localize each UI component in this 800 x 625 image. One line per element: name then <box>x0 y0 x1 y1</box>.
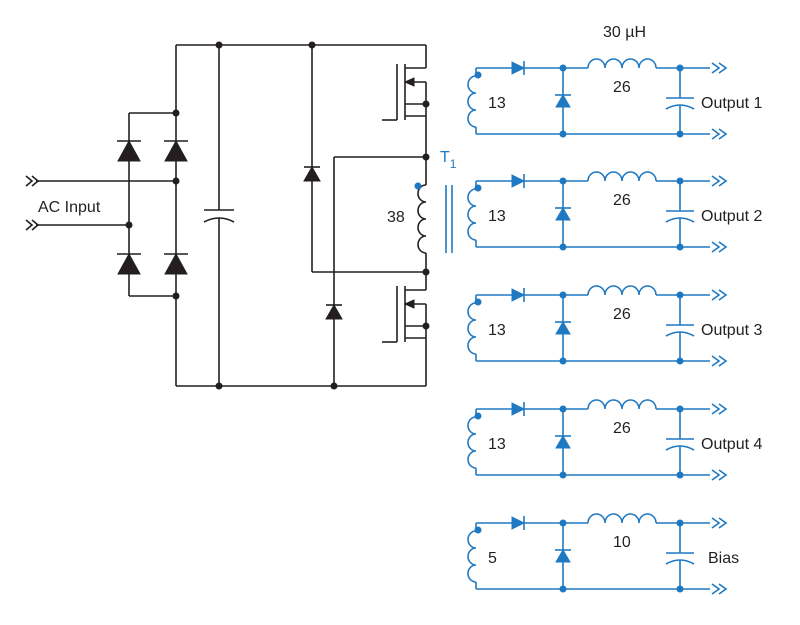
rectifier-diode <box>511 61 526 75</box>
transformer-core <box>445 185 453 253</box>
inductor-turns-label: 26 <box>613 79 631 96</box>
clamp-diode-upper <box>303 41 426 273</box>
bulk-capacitor <box>203 41 235 390</box>
inductor-value-label: 30 µH <box>603 24 646 41</box>
clamp-diode-lower <box>325 156 426 390</box>
winding-turns-label: 13 <box>488 208 506 225</box>
freewheel-diode <box>555 523 571 589</box>
bridge-diode-bottom-right <box>164 252 188 275</box>
inductor-turns-label: 26 <box>613 306 631 323</box>
polarity-dot <box>474 184 482 192</box>
mosfet-upper <box>382 45 430 157</box>
output-label: Output 2 <box>701 208 762 225</box>
output-label: Output 1 <box>701 95 762 112</box>
ac-input-terminal-bottom <box>25 219 129 231</box>
primary-turns-label: 38 <box>387 209 405 226</box>
output-capacitor <box>665 295 695 361</box>
output-capacitor <box>665 409 695 475</box>
polarity-dot <box>474 298 482 306</box>
output-capacitor <box>665 68 695 134</box>
secondary-winding <box>467 295 477 361</box>
winding-turns-label: 13 <box>488 95 506 112</box>
output-label: Output 4 <box>701 436 762 453</box>
secondary-winding <box>467 181 477 247</box>
ac-input-label: AC Input <box>38 199 101 216</box>
inductor-turns-label: 10 <box>613 534 631 551</box>
output-inductor <box>587 285 657 296</box>
winding-turns-label: 13 <box>488 436 506 453</box>
secondary-winding <box>467 523 477 589</box>
output-inductor <box>587 171 657 182</box>
winding-turns-label: 13 <box>488 322 506 339</box>
inductor-turns-label: 26 <box>613 192 631 209</box>
secondary-stage-1: 13 26 30 µH Output 1 <box>467 24 762 140</box>
primary-circuit: AC Input <box>25 41 430 390</box>
output-inductor <box>587 513 657 524</box>
freewheel-diode <box>555 68 571 134</box>
inductor-turns-label: 26 <box>613 420 631 437</box>
output-capacitor <box>665 181 695 247</box>
freewheel-diode <box>555 409 571 475</box>
transformer-primary-winding <box>414 153 430 276</box>
bridge-diode-bottom-left <box>117 252 141 275</box>
bridge-diode-top-right <box>164 139 188 162</box>
output-inductor <box>587 58 657 69</box>
output-inductor <box>587 399 657 410</box>
polarity-dot <box>474 71 482 79</box>
bridge-diode-top-left <box>117 139 141 162</box>
output-label: Output 3 <box>701 322 762 339</box>
secondary-winding <box>467 68 477 134</box>
secondary-winding <box>467 409 477 475</box>
transformer-label: T1 <box>440 149 457 171</box>
polarity-dot <box>474 412 482 420</box>
ac-input-terminal-top <box>25 175 176 187</box>
output-label: Bias <box>708 550 739 567</box>
bridge-rectifier <box>117 45 188 386</box>
rectifier-diode <box>511 174 526 188</box>
freewheel-diode <box>555 295 571 361</box>
freewheel-diode <box>555 181 571 247</box>
rectifier-diode <box>511 516 526 530</box>
output-capacitor <box>665 523 695 589</box>
rectifier-diode <box>511 288 526 302</box>
rectifier-diode <box>511 402 526 416</box>
winding-turns-label: 5 <box>488 550 497 567</box>
mosfet-lower <box>382 272 430 386</box>
polarity-dot <box>474 526 482 534</box>
